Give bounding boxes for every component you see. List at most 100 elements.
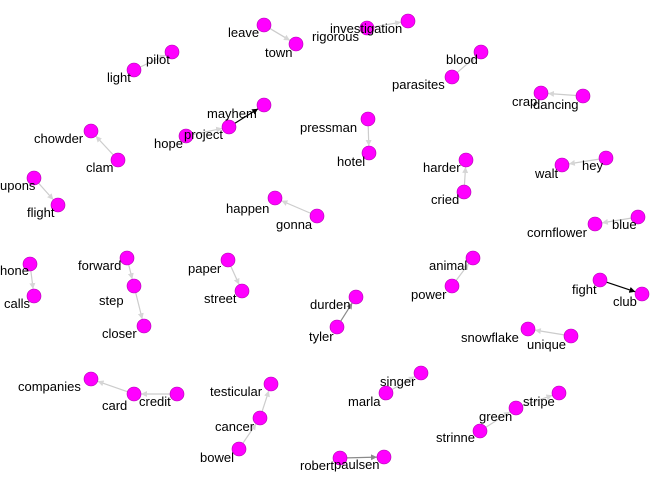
node-label-durden: durden — [310, 297, 350, 312]
node-mayhem — [256, 97, 272, 113]
node-pressman — [360, 111, 376, 127]
node-singer — [413, 365, 429, 381]
node-investigation — [400, 13, 416, 29]
edge-phone-calls — [29, 270, 36, 290]
edge-hey-walt — [568, 158, 600, 166]
node-dancing — [575, 88, 591, 104]
node-calls — [26, 288, 42, 304]
node-label-harder: harder — [423, 160, 461, 175]
edge-gonna-happen — [281, 200, 311, 214]
edge-leave-town — [269, 28, 291, 41]
edge-marla-singer — [391, 375, 416, 391]
node-strinne — [472, 423, 488, 439]
node-label-walt: walt — [534, 166, 559, 181]
node-label-marla: marla — [348, 394, 381, 409]
edge-green-stripe — [522, 394, 553, 407]
node-label-singer: singer — [380, 374, 416, 389]
edge-card-companies — [97, 380, 128, 393]
node-label-paper: paper — [188, 261, 222, 276]
node-label-coupons: upons — [0, 178, 36, 193]
node-step — [126, 278, 142, 294]
node-label-forward: forward — [78, 258, 121, 273]
node-green — [508, 400, 524, 416]
node-walt — [554, 157, 570, 173]
node-cancer — [252, 410, 268, 426]
node-robert — [332, 450, 348, 466]
node-label-mayhem: mayhem — [207, 106, 257, 121]
node-blood — [473, 44, 489, 60]
edge-dancing-crap — [547, 90, 577, 97]
node-label-robert: robert — [300, 458, 334, 473]
node-label-light: light — [107, 70, 131, 85]
node-happen — [267, 190, 283, 206]
node-street — [234, 283, 250, 299]
node-label-crap: crap — [512, 94, 537, 109]
node-companies — [83, 371, 99, 387]
node-label-rigorous: rigorous — [312, 29, 359, 44]
node-label-pressman: pressman — [300, 120, 357, 135]
edges-layer — [29, 20, 636, 461]
node-label-cried: cried — [431, 192, 459, 207]
edge-bowel-cancer — [242, 423, 257, 444]
edge-pressman-hotel — [365, 125, 372, 147]
node-label-investigation: investigation — [330, 21, 402, 36]
edge-robert-paulsen — [346, 454, 378, 461]
edge-fight-club — [606, 281, 636, 293]
node-label-animal: animal — [429, 258, 467, 273]
node-parasites — [444, 69, 460, 85]
node-label-closer: closer — [102, 326, 137, 341]
node-crap — [533, 85, 549, 101]
node-label-pilot: pilot — [146, 52, 170, 67]
node-label-bowel: bowel — [200, 450, 234, 465]
edge-parasites-blood — [456, 56, 477, 73]
edge-rigorous-investigation — [373, 20, 402, 28]
edge-paper-street — [230, 266, 240, 285]
edge-coupons-flight — [38, 182, 54, 201]
node-durden — [348, 289, 364, 305]
node-bowel — [231, 441, 247, 457]
node-label-companies: companies — [18, 379, 81, 394]
node-label-snowflake: snowflake — [461, 330, 519, 345]
node-label-chowder: chowder — [34, 131, 84, 146]
node-label-street: street — [204, 291, 237, 306]
node-project — [221, 119, 237, 135]
edge-cancer-testicular — [261, 390, 270, 412]
node-coupons — [26, 170, 42, 186]
edge-project-mayhem — [234, 108, 259, 124]
node-label-project: project — [184, 127, 223, 142]
edge-step-closer — [135, 292, 144, 320]
node-label-dancing: dancing — [533, 97, 579, 112]
node-label-cornflower: cornflower — [527, 225, 588, 240]
node-label-testicular: testicular — [210, 384, 263, 399]
node-label-flight: flight — [27, 205, 55, 220]
node-label-step: step — [99, 293, 124, 308]
node-label-fight: fight — [572, 282, 597, 297]
edge-blue-cornflower — [601, 217, 632, 225]
node-label-happen: happen — [226, 201, 269, 216]
node-clam — [110, 152, 126, 168]
node-hey — [598, 150, 614, 166]
edge-strinne-green — [485, 411, 511, 428]
node-label-power: power — [411, 287, 447, 302]
node-paulsen — [376, 449, 392, 465]
node-closer — [136, 318, 152, 334]
node-label-cancer: cancer — [215, 419, 255, 434]
node-blue — [630, 209, 646, 225]
node-card — [126, 386, 142, 402]
node-label-hope: hope — [154, 136, 183, 151]
labels-layer: leavetownrigorousinvestigationpilotlight… — [0, 21, 637, 473]
node-light — [126, 62, 142, 78]
node-gonna — [309, 208, 325, 224]
node-tyler — [329, 319, 345, 335]
node-flight — [50, 197, 66, 213]
node-label-calls: calls — [4, 296, 31, 311]
edge-power-animal — [455, 263, 470, 281]
node-power — [444, 278, 460, 294]
node-label-blue: blue — [612, 217, 637, 232]
edge-forward-step — [127, 264, 134, 280]
node-label-hey: hey — [582, 158, 603, 173]
edge-unique-snowflake — [534, 328, 565, 336]
node-label-unique: unique — [527, 337, 566, 352]
edge-hope-project — [192, 126, 223, 136]
